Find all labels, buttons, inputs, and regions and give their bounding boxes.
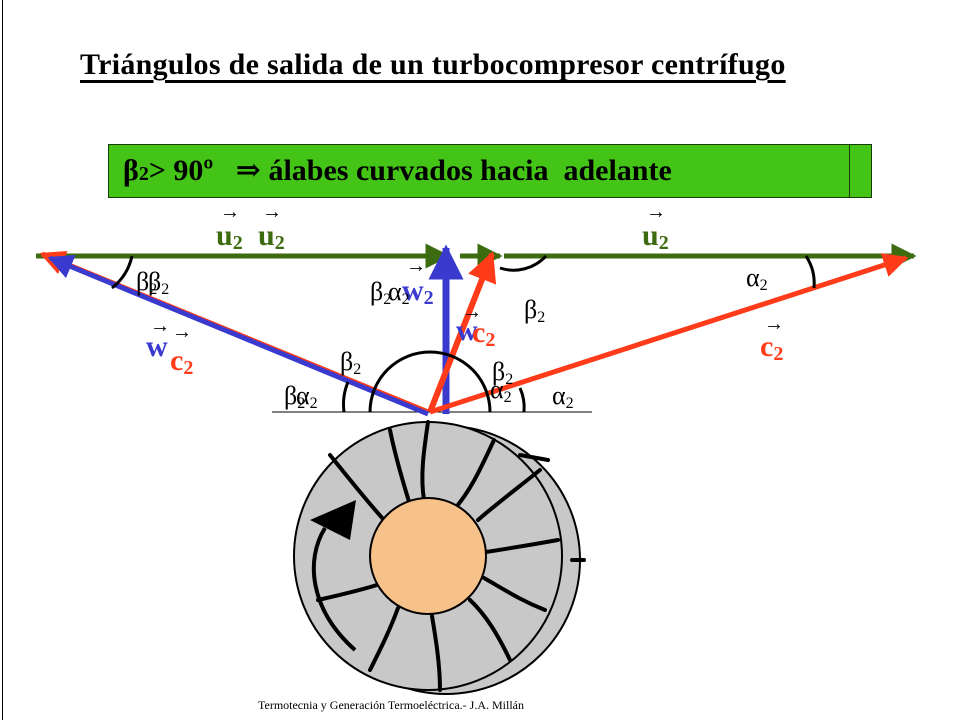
alpha2-arc-right-top <box>804 255 816 289</box>
label-beta2-middle: β2 <box>370 277 391 308</box>
label-w2-middle: w2 <box>402 274 434 309</box>
beta2-arc-left-top <box>111 255 134 290</box>
arrow-w2-middle: → <box>406 255 426 277</box>
condition-banner: β2> 90º ⇒ álabes curvados hacia adelante <box>108 144 872 198</box>
label-u2-b: u2 <box>258 219 285 254</box>
impeller <box>293 420 586 695</box>
left-border-line <box>2 0 3 720</box>
vector-labels: u2 → u2 → u2 → w → c2 → w2 → w c2 → c2 → <box>146 201 784 379</box>
arrow-u2-c: → <box>646 201 666 223</box>
c2-vector-middle <box>427 251 497 414</box>
rotation-arrow-arc <box>311 526 357 652</box>
label-beta2-left-base: β2 <box>284 381 305 412</box>
arrow-c2-left: → <box>172 321 192 343</box>
label-alpha2-center-base: α2 <box>490 375 512 406</box>
impeller-blades <box>316 420 586 692</box>
banner-rest: > 90º ⇒ álabes curvados hacia adelante <box>148 154 672 187</box>
label-beta2-left-bottom: β2 <box>340 347 361 378</box>
beta2-arc-middle-bottom <box>368 350 492 413</box>
alpha2-arc-right-bottom <box>518 387 526 413</box>
banner-separator <box>849 145 850 197</box>
arrow-c2-right: → <box>764 313 784 335</box>
w2-vector-left <box>47 255 429 417</box>
arrow-c2-middle: → <box>462 301 482 323</box>
label-alpha2-middle: α2 <box>388 277 410 308</box>
label-c2-right: c2 <box>760 330 783 365</box>
banner-beta: β <box>123 154 139 187</box>
impeller-hub <box>369 497 487 615</box>
label-alpha2-right-base: α2 <box>552 381 574 412</box>
label-beta2-middle-right: β2 <box>524 295 545 326</box>
beta2-arc-left-bottom <box>342 381 350 413</box>
beta2-arc-middle-top <box>499 254 548 272</box>
label-c2-left: c2 <box>170 344 193 379</box>
label-beta2-left-top-b: β2 <box>148 267 169 298</box>
c2-vector-right <box>429 253 909 415</box>
label-beta2-center-base: β2 <box>492 357 513 388</box>
label-u2-c: u2 <box>642 219 669 254</box>
page-title: Triángulos de salida de un turbocompreso… <box>80 48 786 81</box>
banner-sub: 2 <box>138 163 149 185</box>
label-u2-a: u2 <box>216 219 243 254</box>
arrow-u2-b: → <box>262 201 282 223</box>
label-beta2-left-top: β2 <box>136 267 157 298</box>
label-w2-middle-b: w <box>456 314 478 347</box>
angle-labels: β2 β2 β2 α2 β2 β2 β2 α2 β2 α2 α2 α2 <box>136 263 768 412</box>
arrow-u2-a: → <box>220 201 240 223</box>
label-c2-middle: c2 <box>472 316 495 351</box>
label-w2-left: w <box>146 330 168 363</box>
rotation-arrow-head <box>310 500 356 540</box>
label-alpha2-left-base: α2 <box>296 381 318 412</box>
footer-credit: Termotecnia y Generación Termoeléctrica.… <box>258 698 524 712</box>
arrow-w2-left: → <box>150 315 170 337</box>
label-alpha2-right-top: α2 <box>746 263 768 294</box>
banner-text: β2> 90º ⇒ álabes curvados hacia adelante <box>123 153 672 188</box>
angle-arcs <box>111 254 816 413</box>
